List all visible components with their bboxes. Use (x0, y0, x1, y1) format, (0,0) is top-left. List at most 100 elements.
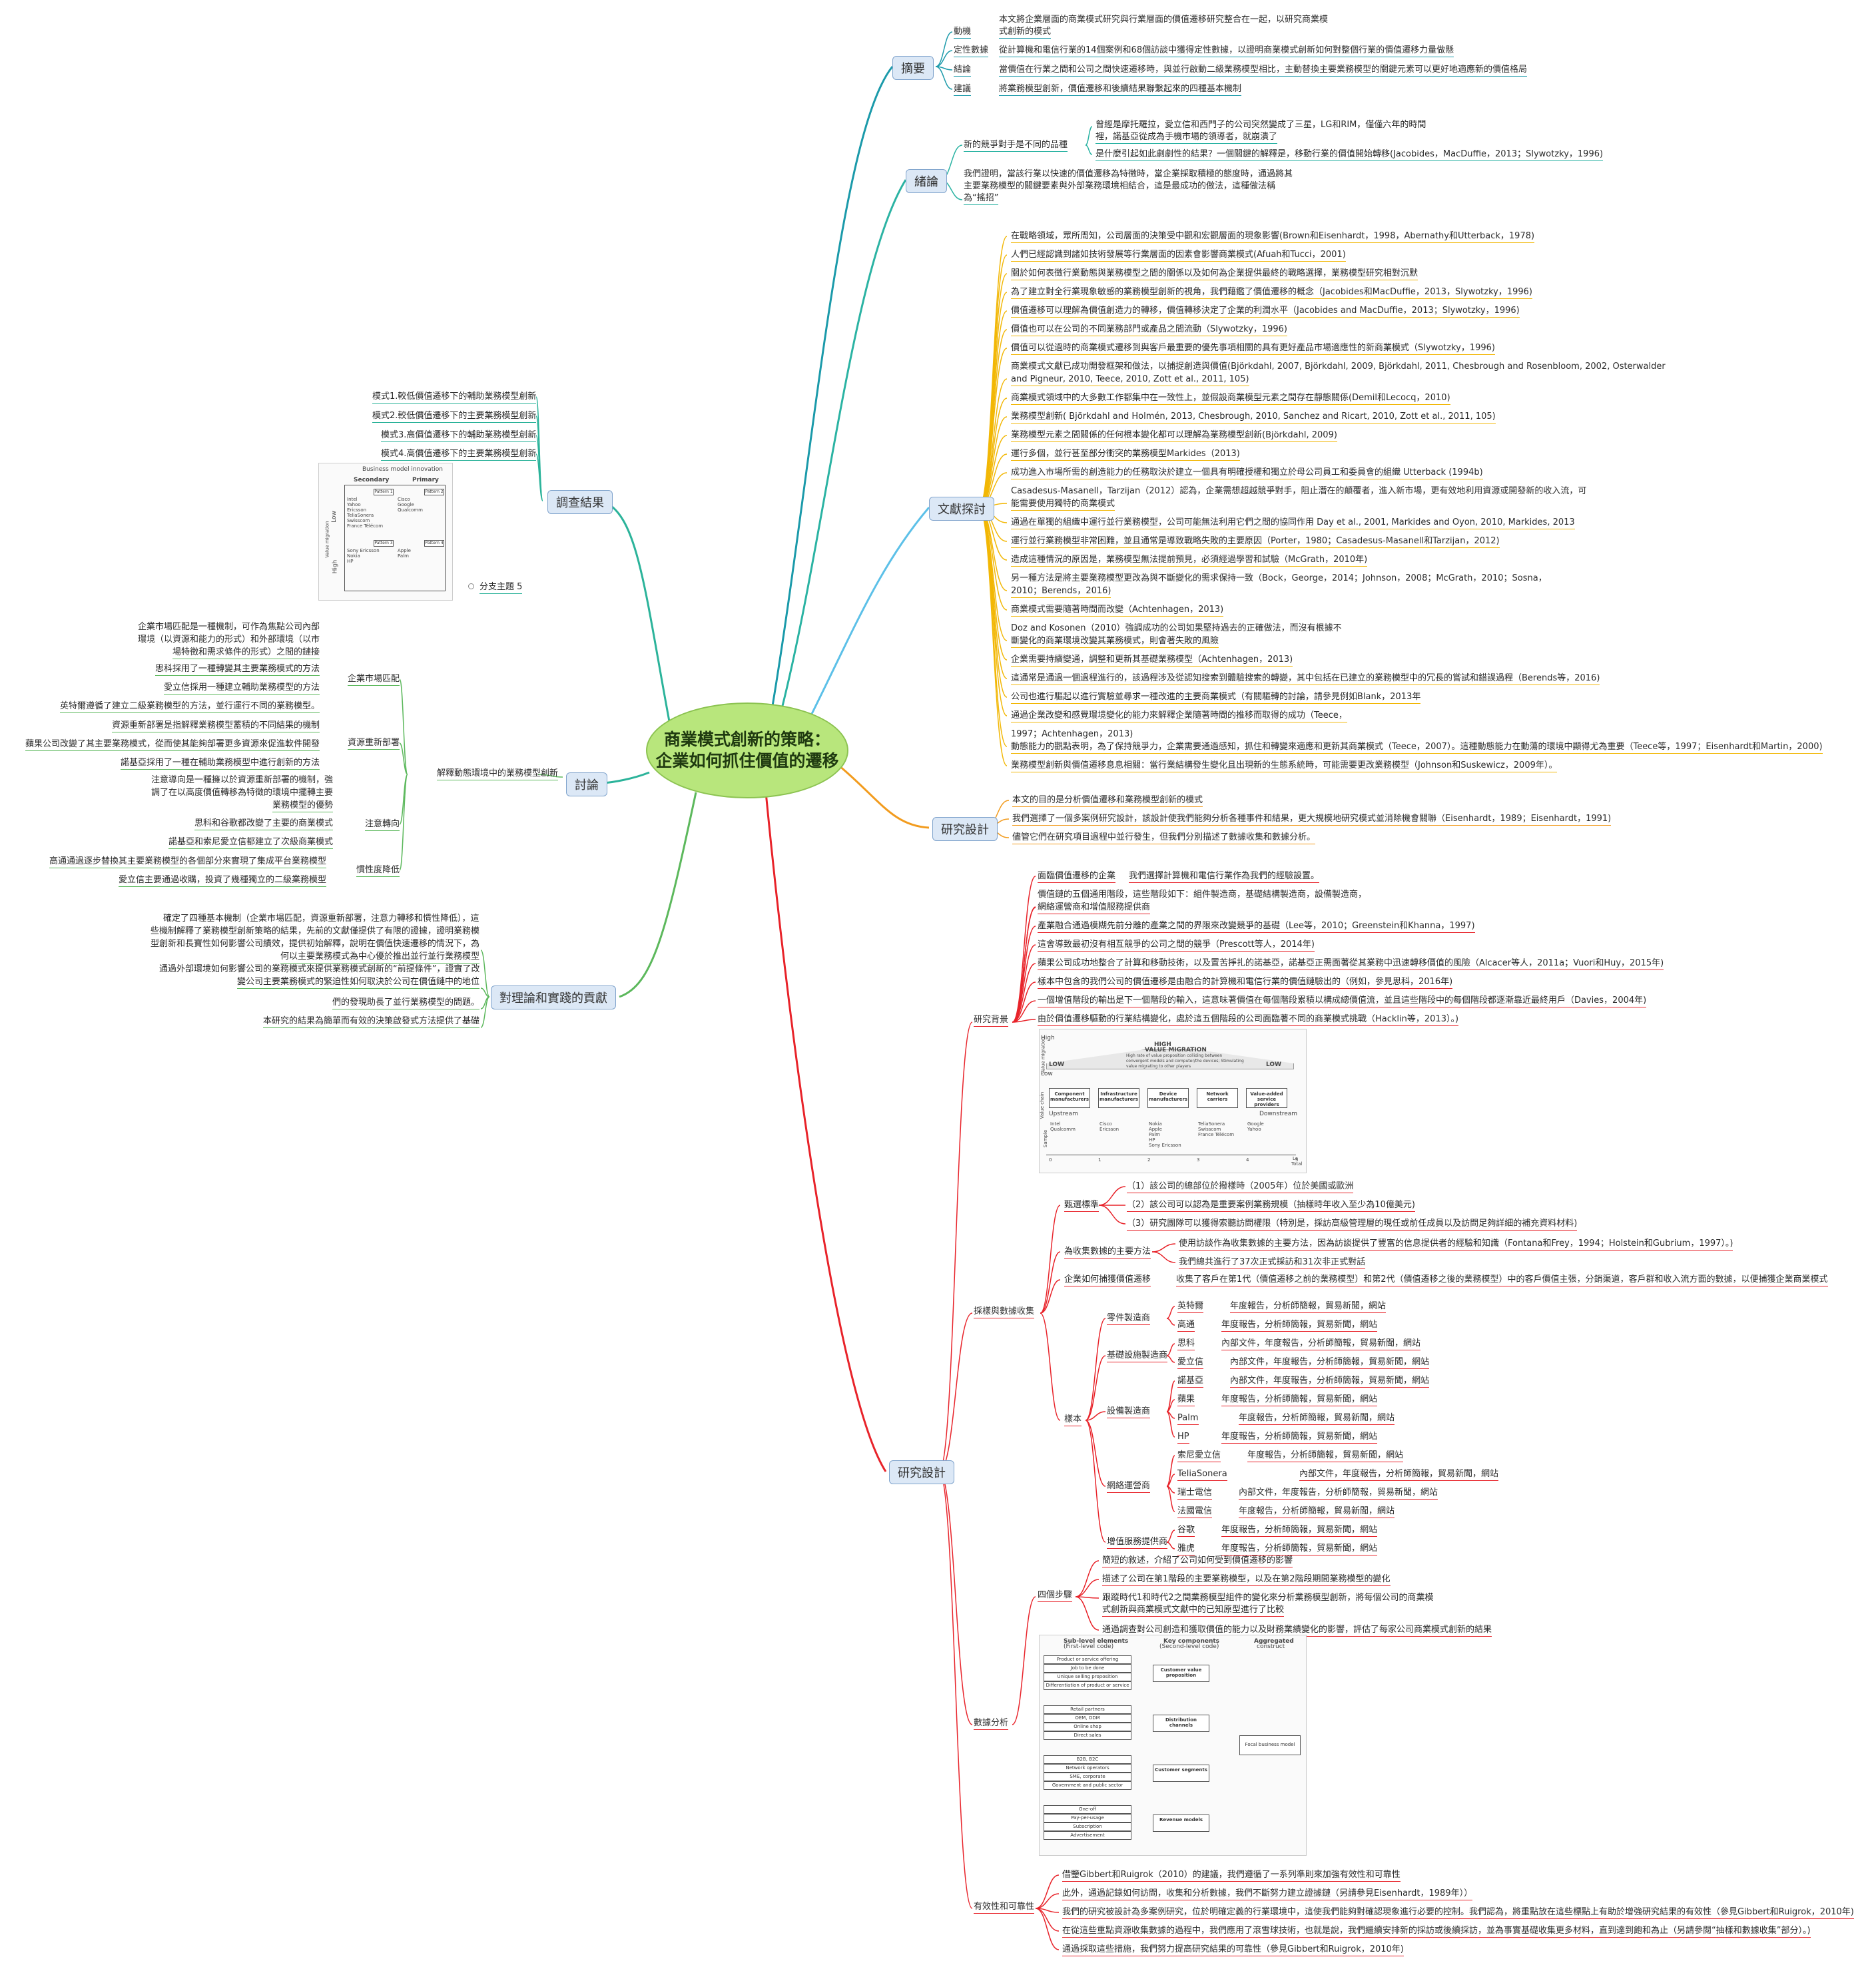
literature-item-13[interactable]: 成功進入市場所需的創造能力的任務取決於建立一個具有明確授權和獨立於母公司員工和委… (1011, 466, 1483, 479)
sample-company-2-0[interactable]: 諾基亞 (1177, 1374, 1204, 1388)
topic-design-small[interactable]: 研究設計 (932, 817, 998, 841)
capture-label[interactable]: 企業如何捕獲價值遷移 (1064, 1273, 1151, 1286)
market-def-1[interactable]: 環境（以資源和能力的形式）和外部環境（以市 (138, 635, 320, 645)
sample-group-3[interactable]: 網絡運營商 (1107, 1480, 1151, 1493)
sample-company-2-1[interactable]: 蘋果 (1177, 1393, 1195, 1406)
literature-item-6[interactable]: 價值可以從過時的商業模式遷移到與客戶最重要的優先事項相關的具有更好產品市場適應性… (1011, 342, 1495, 355)
discussion-attention-label[interactable]: 注意轉向 (365, 818, 400, 831)
topic-contribution[interactable]: 對理論和實踐的貢獻 (491, 985, 616, 1009)
discussion-inertia-label[interactable]: 慣性度降低 (356, 864, 400, 877)
contribution-item-7[interactable]: 本研究的結果為簡單而有效的決策啟發式方法提供了基礎 (263, 1015, 480, 1028)
background-item-8[interactable]: 由於價值遷移驅動的行業結構變化，處於這五個階段的公司面臨著不同的商業模式挑戰（H… (1038, 1013, 1459, 1026)
discussion-market-label[interactable]: 企業市場匹配 (348, 673, 400, 686)
steps-item-1[interactable]: 描述了公司在第1階段的主要業務模型，以及在第2階段期間業務模型的變化 (1102, 1573, 1391, 1586)
sample-group-0[interactable]: 零件製造商 (1107, 1312, 1151, 1325)
attention-item-0[interactable]: 思科和谷歌都改變了主要的商業模式 (194, 817, 334, 830)
literature-item-29[interactable]: 動態能力的觀點表明，為了保持競爭力，企業需要通過感知，抓住和轉變來適應和更新其商… (1011, 740, 1823, 754)
intro-sub2-0[interactable]: 我們證明，當該行業以快速的價值遷移為特徵時，當企業採取積極的態度時，通過將其 (964, 169, 1293, 179)
intro-sub2-1[interactable]: 主要業務模型的關鍵要素與外部業務環境相結合，這是最成功的做法，這種做法稱 (964, 181, 1276, 191)
abstract-label-2[interactable]: 結論 (954, 63, 972, 77)
sample-sources-1-1[interactable]: 內部文件，年度報告，分析師簡報，貿易新聞，網站 (1230, 1356, 1430, 1369)
design-analysis-label[interactable]: 數據分析 (974, 1717, 1009, 1730)
literature-item-11[interactable]: 業務模型元素之間關係的任何根本變化都可以理解為業務模型創新(Björkdahl,… (1011, 429, 1337, 442)
abstract-text-2[interactable]: 當價值在行業之間和公司之間快速遷移時，與並行啟動二級業務模型相比，主動替換主要業… (999, 63, 1528, 77)
resource-item-0[interactable]: 資源重新部署是指解釋業務模型蓄積的不同結果的機制 (112, 719, 320, 732)
literature-item-5[interactable]: 價值也可以在公司的不同業務部門或產品之間流動（Slywotzky，1996) (1011, 323, 1287, 336)
central-topic[interactable]: 商業模式創新的策略：企業如何抓住價值的遷移 (646, 702, 848, 798)
abstract-text-1[interactable]: 從計算機和電信行業的14個案例和68個訪談中獲得定性數據，以證明商業模式創新如何… (999, 44, 1454, 57)
sample-company-4-0[interactable]: 谷歌 (1177, 1524, 1195, 1537)
contribution-item-5[interactable]: 變公司主要業務模式的緊迫性如何取決於公司在價值鏈中的地位 (237, 976, 480, 989)
selection-item-0[interactable]: （1）該公司的總部位於撥樣時（2005年）位於美國或歐洲 (1127, 1180, 1354, 1193)
literature-item-7[interactable]: 商業模式文獻已成功開發框架和做法，以捕捉創造與價值(Björkdahl, 200… (1011, 362, 1666, 372)
validity-item-1[interactable]: 此外，通過記錄如何訪問，收集和分析數據，我們不斷努力建立證據鏈（另請參見Eise… (1062, 1887, 1473, 1900)
contribution-item-3[interactable]: 何以主要業務模式為中心優於推出並行並行業務模型 (280, 950, 480, 964)
sample-company-1-1[interactable]: 愛立信 (1177, 1356, 1204, 1369)
topic-discussion[interactable]: 討論 (566, 772, 607, 796)
background-item-7[interactable]: 一個增值階段的輸出是下一個階段的輸入，這意味著價值在每個階段累積以構成總價值流，… (1038, 994, 1647, 1007)
validity-item-4[interactable]: 通過採取這些措施，我們努力提高研究結果的可靠性（參見Gibbert和Ruigro… (1062, 1943, 1404, 1956)
sample-company-3-0[interactable]: 索尼愛立信 (1177, 1449, 1221, 1462)
results-item-2[interactable]: 模式3.高價值遷移下的輔助業務模型創新 (381, 429, 537, 442)
steps-item-0[interactable]: 簡短的敘述，介紹了公司如何受到價值遷移的影響 (1102, 1554, 1293, 1567)
capture-text[interactable]: 收集了客戶在第1代（價值遷移之前的業務模型）和第2代（價值遷移之後的業務模型）中… (1176, 1273, 1828, 1286)
sample-company-3-3[interactable]: 法國電信 (1177, 1505, 1213, 1518)
sample-sources-3-1[interactable]: 內部文件，年度報告，分析師簡報，貿易新聞，網站 (1299, 1468, 1499, 1481)
abstract-text-3[interactable]: 將業務模型創新，價值遷移和後續結果聯繫起來的四種基本機制 (999, 83, 1242, 96)
sample-sources-2-3[interactable]: 年度報告，分析師簡報，貿易新聞，網站 (1221, 1430, 1378, 1444)
attention-def-2[interactable]: 業務模型的優勢 (272, 799, 334, 812)
sample-sources-2-2[interactable]: 年度報告，分析師簡報，貿易新聞，網站 (1239, 1412, 1395, 1425)
topic-intro[interactable]: 緒論 (906, 169, 947, 193)
literature-item-9[interactable]: 商業模式領域中的大多數工作都集中在一致性上，並假設商業模型元素之間存在靜態關係(… (1011, 392, 1450, 405)
attention-def-0[interactable]: 注意導向是一種擁以於資源重新部署的機制，強 (151, 775, 334, 785)
abstract-text-0[interactable]: 本文將企業層面的商業模式研究與行業層面的價值遷移研究整合在一起，以研究商業模 (999, 15, 1329, 25)
market-item-1[interactable]: 愛立信採用一種建立輔助業務模型的方法 (164, 681, 320, 695)
literature-item-2[interactable]: 關於如何表徵行業動態與業務模型之間的關係以及如何為企業提供最終的戰略選擇，業務模… (1011, 267, 1418, 280)
background-item-5[interactable]: 蘋果公司成功地整合了計算和移動技術，以及置苦掙扎的諾基亞，諾基亞正需面著從其業務… (1038, 957, 1664, 970)
inertia-item-1[interactable]: 愛立信主要通過收購，投資了幾種獨立的二級業務模型 (119, 874, 327, 887)
results-item-3[interactable]: 模式4.高價值遷移下的主要業務模型創新 (381, 447, 537, 461)
sample-sources-4-1[interactable]: 年度報告，分析師簡報，貿易新聞，網站 (1221, 1542, 1378, 1555)
results-item-0[interactable]: 模式1.較低價值遷移下的輔助業務模型創新 (372, 390, 537, 404)
selection-item-2[interactable]: （3）研究團隊可以獲得索聽訪問權限（特別是，採訪高級管理層的現任或前任成員以及訪… (1127, 1217, 1578, 1231)
market-def-2[interactable]: 場特徵和需求條件的形式）之間的鏈接 (172, 646, 320, 659)
sample-company-0-1[interactable]: 高通 (1177, 1318, 1195, 1332)
validity-item-3[interactable]: 在從這些重點資源收集數據的過程中，我們應用了滾雪球技術，也就是說，我們繼續安排新… (1062, 1924, 1811, 1938)
sample-company-3-1[interactable]: TeliaSonera (1177, 1468, 1227, 1481)
contribution-item-2[interactable]: 型創新和長寶性如何影響公司績效，提供初始解釋，說明在價值快速遷移的情況下，為 (151, 939, 480, 949)
sample-company-2-3[interactable]: HP (1177, 1430, 1189, 1444)
background-item-3[interactable]: 產業融合通過模糊先前分離的產業之間的界限來改變競爭的基礎（Lee等，2010；G… (1038, 920, 1475, 933)
sample-company-2-2[interactable]: Palm (1177, 1412, 1199, 1425)
steps-item-3[interactable]: 式創新與商業模式文獻中的已知原型進行了比較 (1102, 1603, 1285, 1617)
literature-item-30[interactable]: 業務模型創新與價值遷移息息相關：當行業結構發生變化且出現新的生態系統時，可能需要… (1011, 759, 1558, 772)
literature-item-27[interactable]: 通過企業改變和感覺環境變化的能力來解釋企業隨著時間的推移而取得的成功（Teece… (1011, 709, 1347, 722)
intro-item-0[interactable]: 曾經是摩托羅拉，愛立信和西門子的公司突然變成了三星，LG和RIM，僅僅六年的時間 (1095, 120, 1426, 130)
abstract-text2-0[interactable]: 式創新的模式 (999, 25, 1052, 39)
selection-label[interactable]: 甄選標準 (1064, 1199, 1099, 1212)
literature-item-15[interactable]: 能需要使用獨特的商業模式 (1011, 497, 1115, 511)
literature-item-19[interactable]: 另一種方法是將主要業務模型更改為與不斷變化的需求保持一致（Bock，George… (1011, 573, 1547, 583)
sample-sources-4-0[interactable]: 年度報告，分析師簡報，貿易新聞，網站 (1221, 1524, 1378, 1537)
design-small-2[interactable]: 儘管它們在研究項目過程中並行發生，但我們分別描述了數據收集和數據分析。 (1012, 831, 1316, 844)
steps-label[interactable]: 四個步驟 (1038, 1589, 1073, 1602)
literature-item-18[interactable]: 造成這種情況的原因是，業務模型無法提前預見，必須經過學習和試驗（McGrath，… (1011, 553, 1368, 567)
market-item-0[interactable]: 思科採用了一種轉變其主要業務模式的方法 (155, 663, 320, 676)
literature-item-26[interactable]: 公司也進行驅起以進行實驗並尋求一種改進的主要商業模式（有關驅轉的討論，請參見例如… (1011, 691, 1421, 704)
discussion-resource-label[interactable]: 資源重新部署 (348, 736, 400, 750)
literature-item-25[interactable]: 這通常是通過一個過程進行的，該過程涉及從認知搜索到體驗搜索的轉變，其中包括在已建… (1011, 672, 1600, 685)
literature-item-10[interactable]: 業務模型創新( Björkdahl and Holmén, 2013, Ches… (1011, 410, 1496, 423)
sample-sources-0-0[interactable]: 年度報告，分析師簡報，貿易新聞，網站 (1230, 1300, 1387, 1313)
abstract-label-1[interactable]: 定性數據 (954, 44, 989, 57)
sample-sources-0-1[interactable]: 年度報告，分析師簡報，貿易新聞，網站 (1221, 1318, 1378, 1332)
contribution-item-4[interactable]: 通過外部環境如何影響公司的業務模式來提供業務模式創新的“前提條件”，證實了改 (159, 964, 480, 974)
topic-literature[interactable]: 文獻探討 (929, 497, 994, 521)
abstract-label-0[interactable]: 動機 (954, 25, 972, 39)
design-small-1[interactable]: 我們選擇了一個多案例研究設計，該設計使我們能夠分析各種事件和結果，更大規模地研究… (1012, 812, 1612, 826)
abstract-label-3[interactable]: 建議 (954, 83, 972, 96)
market-item-2[interactable]: 英特爾遵循了建立二級業務模型的方法，並行運行不同的業務模型。 (60, 700, 320, 713)
resource-item-1[interactable]: 蘋果公司改變了其主要業務模式，從而使其能夠部署更多資源來促進軟件開發 (25, 738, 320, 751)
sample-company-3-2[interactable]: 瑞士電信 (1177, 1486, 1213, 1500)
results-item-1[interactable]: 模式2.較低價值遷移下的主要業務模型創新 (372, 410, 537, 423)
topic-design-big[interactable]: 研究設計 (889, 1460, 954, 1484)
literature-item-21[interactable]: 商業模式需要隨著時間而改變（Achtenhagen，2013) (1011, 603, 1224, 617)
